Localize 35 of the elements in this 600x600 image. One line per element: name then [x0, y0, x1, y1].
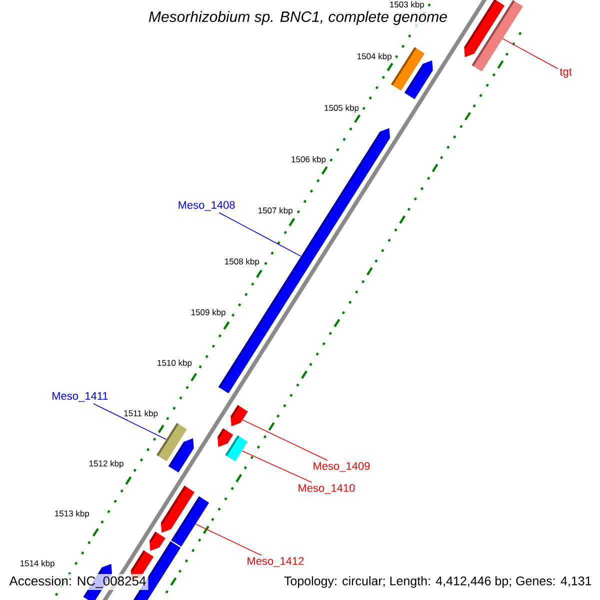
gene-bar [171, 496, 210, 547]
leader-line [242, 450, 312, 483]
accession-text: Accession: NC_008254 [7, 574, 148, 590]
tick-label: 1514 kbp [20, 560, 54, 568]
tick-label: 1504 kbp [357, 53, 392, 61]
title: Mesorhizobium sp. BNC1, complete genome [146, 9, 450, 27]
gene-bar [168, 438, 194, 472]
leader-line [92, 403, 166, 440]
tick-label: 1510 kbp [158, 360, 192, 368]
leader-line [502, 38, 558, 70]
tick-label: 1503 kbp [390, 1, 424, 10]
tick-label: 1506 kbp [292, 156, 326, 164]
gene-label: Meso_1410 [298, 484, 355, 494]
tick-label: 1509 kbp [191, 309, 226, 317]
leader-line [242, 420, 328, 461]
tick-label: 1512 kbp [89, 460, 124, 468]
gene-bar [472, 0, 523, 72]
gene-bar [218, 428, 234, 447]
tick-label: 1508 kbp [225, 258, 260, 266]
gene-bar [149, 532, 166, 551]
gene-label: Meso_1409 [314, 462, 370, 472]
gene-label: Meso_1408 [178, 201, 235, 211]
tick-label: 1505 kbp [324, 104, 359, 113]
gene-label: Meso_1411 [52, 392, 108, 402]
tick-label: 1511 kbp [124, 410, 158, 418]
gene-bar [404, 60, 433, 100]
leader-line [195, 524, 262, 556]
tick-label: 1507 kbp [258, 207, 292, 216]
gene-label: Meso_1412 [248, 557, 304, 567]
genome-summary-text: Topology: circular; Length: 4,412,446 bp; Genes: 4,131 [282, 574, 594, 590]
gene-bar [230, 405, 248, 426]
leader-line [218, 212, 302, 257]
gene-label: tgt [560, 68, 572, 78]
tick-label: 1513 kbp [55, 510, 90, 518]
gene-bar [225, 435, 248, 462]
